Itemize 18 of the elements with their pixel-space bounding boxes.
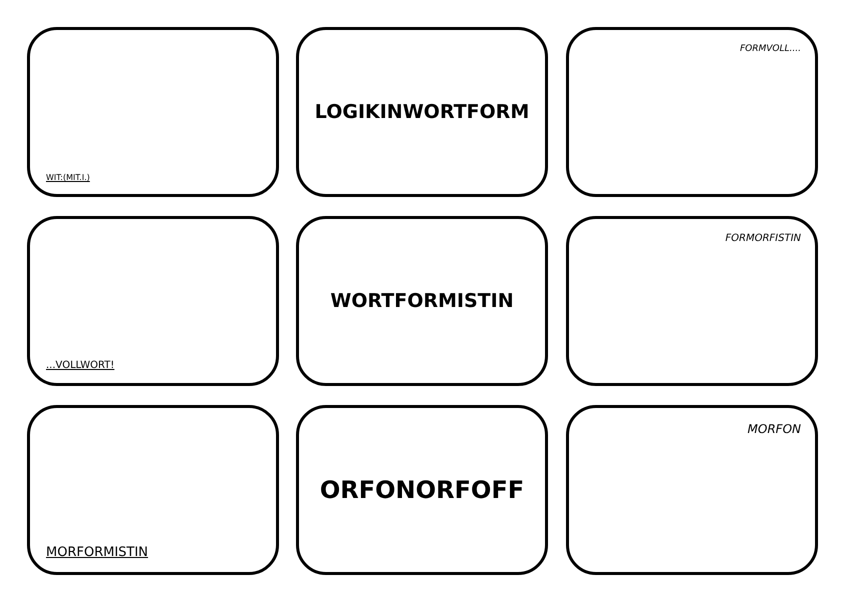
card <box>566 216 818 386</box>
card-title: LOGIKINWORTFORM <box>314 101 530 123</box>
card-caption: FORMORFISTIN <box>725 233 801 244</box>
card <box>27 216 279 386</box>
card-caption: ...VOLLWORT! <box>46 360 114 371</box>
card <box>296 216 548 386</box>
card <box>296 27 548 197</box>
card-caption: MORFON <box>748 422 801 436</box>
card <box>27 405 279 575</box>
card-title: ORFONORFOFF <box>318 476 526 504</box>
card <box>566 405 818 575</box>
card <box>27 27 279 197</box>
card-title: WORTFORMISTIN <box>329 290 515 312</box>
card <box>296 405 548 575</box>
card-caption: FORMVOLL.... <box>740 44 801 54</box>
card-caption: WIT:(MIT.I.) <box>46 173 90 182</box>
card-caption: MORFORMISTIN <box>46 545 148 560</box>
card <box>566 27 818 197</box>
